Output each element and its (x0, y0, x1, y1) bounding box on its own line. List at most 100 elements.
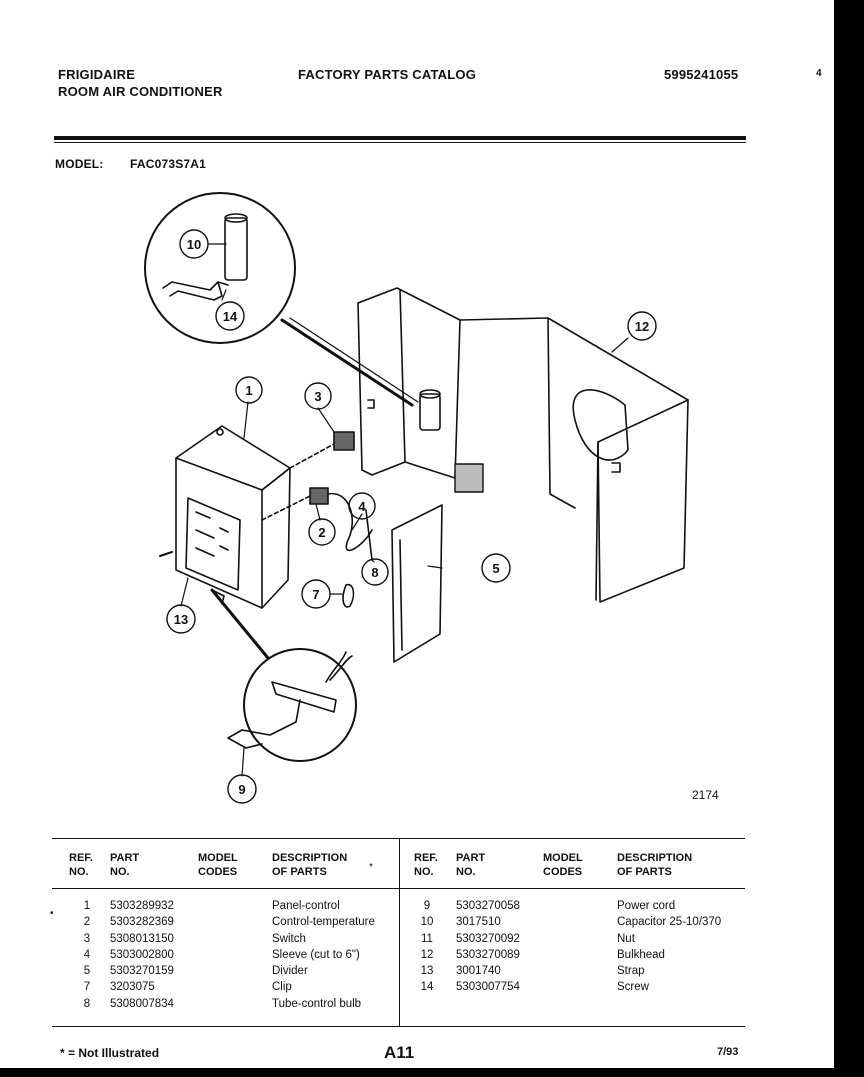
right-desc-column: Power cord Capacitor 25-10/370 Nut Bulkh… (617, 898, 721, 996)
table-cell: 1 (83, 900, 91, 912)
leader-detail-power-cord (210, 588, 270, 660)
table-cell: 5303270089 (456, 948, 520, 961)
table-cell: 2 (83, 916, 91, 929)
table-cell: 13 (420, 965, 434, 978)
table-cell: 12 (420, 948, 434, 961)
model-label: MODEL: (55, 157, 104, 171)
model-number: FAC073S7A1 (130, 157, 207, 171)
product-line: ROOM AIR CONDITIONER (58, 84, 223, 99)
brand-name: FRIGIDAIRE (58, 67, 136, 82)
table-cell: 11 (421, 932, 433, 945)
control-panel-part (175, 425, 291, 609)
table-cell: 5303270092 (456, 932, 520, 945)
catalog-title: FACTORY PARTS CATALOG (298, 67, 477, 82)
leader-detail-capacitor (280, 318, 414, 407)
screw-part (159, 551, 173, 557)
figure-number: 2174 (692, 788, 719, 802)
table-cell: Divider (272, 965, 308, 978)
header-ref-left: REF.NO. (69, 852, 93, 878)
callout-4: 4 (358, 499, 366, 514)
table-cell: 10 (420, 916, 434, 929)
table-cell: Tube-control bulb (272, 997, 362, 1010)
callout-7: 7 (312, 587, 319, 602)
temperature-control-part (261, 487, 373, 552)
right-ref-column: 9 10 11 12 13 14 (418, 898, 436, 996)
table-cell: 14 (420, 981, 434, 994)
not-illustrated-note: * = Not Illustrated (60, 1046, 160, 1060)
table-cell: 5303270058 (456, 900, 520, 912)
table-cell: Switch (272, 932, 306, 945)
table-cell: Nut (617, 932, 635, 945)
table-cell: 3001740 (456, 965, 501, 978)
callout-3: 3 (314, 389, 321, 404)
callout-14: 13 (174, 612, 188, 627)
table-cell: 8 (83, 997, 91, 1010)
table-cell: 4 (83, 948, 91, 961)
table-rule-header (52, 888, 745, 889)
detail-circle-capacitor (144, 192, 296, 344)
clip-part (342, 583, 355, 608)
brand-header: FRIGIDAIRE ROOM AIR CONDITIONER (58, 66, 223, 100)
table-cell: Sleeve (cut to 6") (272, 948, 360, 961)
leader-detail-capacitor-edge (289, 317, 419, 403)
callout-1: 1 (245, 383, 252, 398)
header-rule-thick (54, 136, 746, 140)
table-cell: 9 (423, 900, 431, 912)
table-rule-bottom (52, 1026, 745, 1027)
table-cell: Power cord (617, 900, 676, 912)
table-cell: 3 (83, 932, 91, 945)
callout-labels: 10 14 1 3 2 4 8 5 7 13 9 12 (174, 237, 649, 797)
callout-5: 5 (492, 561, 499, 576)
left-desc-column: Panel-control Control-temperature Switch… (272, 898, 375, 1012)
table-cell: 5308013150 (110, 932, 174, 945)
table-cell: Strap (617, 965, 645, 978)
table-divider (399, 838, 400, 1027)
left-part-column: 5303289932 5303282369 5308013150 5303002… (110, 898, 174, 1012)
header-mark: * (369, 862, 373, 873)
table-cell: 5303270159 (110, 965, 174, 978)
table-cell: Panel-control (272, 900, 340, 912)
switch-part (289, 431, 355, 469)
callout-10: 10 (187, 237, 201, 252)
header-ref-right: REF.NO. (414, 852, 438, 878)
table-rule-top (52, 838, 745, 839)
table-cell: 7 (83, 981, 91, 994)
document-number: 5995241055 (664, 67, 739, 82)
callout-leaders (180, 243, 629, 777)
parts-catalog-page: FRIGIDAIRE ROOM AIR CONDITIONER FACTORY … (0, 0, 834, 1068)
table-cell: 5303282369 (110, 916, 174, 929)
table-cell: 3017510 (456, 916, 501, 929)
table-cell: Bulkhead (617, 948, 665, 961)
divider-part (391, 504, 443, 663)
bulkhead-part (357, 287, 689, 603)
table-cell: Screw (617, 981, 649, 994)
header-rule-thin (54, 142, 746, 143)
callout-circles (166, 229, 657, 804)
table-cell: 5303289932 (110, 900, 174, 912)
edge-mark: 4 (816, 68, 822, 79)
callout-9: 9 (238, 782, 245, 797)
table-cell: 3203075 (110, 981, 155, 994)
page-number: A11 (384, 1043, 415, 1062)
margin-mark: • (50, 908, 54, 919)
table-cell: 5 (83, 965, 91, 978)
revision-date: 7/93 (717, 1046, 739, 1058)
callout-12: 12 (635, 319, 649, 334)
callout-13: 14 (223, 309, 238, 324)
table-cell: 5308007834 (110, 997, 174, 1010)
table-cell: 5303002800 (110, 948, 174, 961)
table-cell: Capacitor 25-10/370 (617, 916, 722, 929)
left-ref-column: 1 2 3 4 5 7 8 (80, 898, 94, 1012)
callout-2: 2 (318, 525, 325, 540)
callout-8: 8 (371, 565, 378, 580)
table-cell: Clip (272, 981, 292, 994)
table-cell: 5303007754 (456, 981, 520, 994)
right-part-column: 5303270058 3017510 5303270092 5303270089… (456, 898, 520, 996)
detail-circle-power-cord (227, 648, 357, 762)
